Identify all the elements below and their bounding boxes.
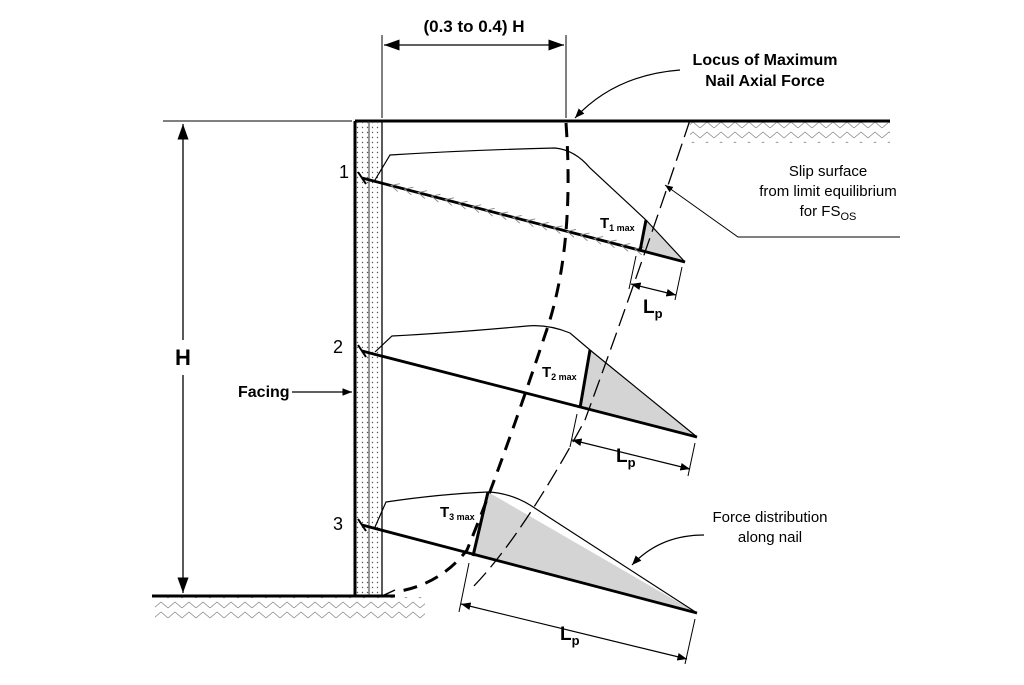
nail-3-head [357, 518, 367, 532]
locus-callout: Locus of Maximum Nail Axial Force [574, 52, 838, 119]
facing [353, 121, 396, 597]
t3-max-marker [471, 491, 490, 557]
force-dist-label-line2: along nail [738, 529, 802, 546]
top-dimension: (0.3 to 0.4) H [381, 17, 567, 118]
force-shading [473, 220, 697, 613]
lp1-label: Lp [643, 297, 663, 321]
shear-chevron [512, 214, 522, 224]
nail-1-force-curve [374, 147, 686, 263]
nail-2-shaded-zone [580, 350, 697, 437]
shear-chevron [457, 200, 468, 210]
nail-1 [361, 176, 686, 264]
nail-3 [361, 523, 698, 615]
slip-label-line3: for FSOS [800, 203, 857, 223]
height-label: H [175, 345, 191, 370]
nail-3-force-curve [374, 491, 698, 614]
shear-chevron [444, 197, 455, 206]
lp1-dim-arrow [630, 282, 677, 297]
shear-chevron [606, 239, 617, 249]
force-dist-leader-arrow [631, 534, 705, 566]
nail-3-number: 3 [333, 514, 343, 534]
slip-label-line2: from limit equilibrium [759, 183, 897, 200]
slip-leader-arrow [664, 184, 900, 238]
nails [357, 171, 698, 615]
lp-dimensions: Lp Lp Lp [458, 255, 696, 665]
nail-1-shaded-zone [640, 220, 685, 262]
t-max-labels: T1 max T2 max T3 max [440, 215, 635, 522]
shear-chevron [390, 183, 400, 192]
facing-callout: Facing [238, 384, 352, 401]
lp3-label: Lp [560, 624, 580, 648]
lp3-ext-right [684, 618, 696, 665]
shear-chevron [552, 225, 563, 235]
locus-leader-arrow [574, 69, 681, 119]
slip-surface-line [469, 119, 691, 591]
facing-label: Facing [238, 384, 290, 401]
nail-numbers: 1 2 3 [333, 162, 349, 534]
locus-max-axial-force-line [394, 122, 570, 594]
t3-max-label: T3 max [440, 504, 475, 522]
shear-chevron [593, 236, 604, 245]
slip-callout: Slip surface from limit equilibrium for … [664, 163, 900, 238]
nail-2-head [357, 344, 367, 358]
lp2-ext-right [687, 442, 696, 477]
lp1-ext-left [628, 255, 637, 290]
t2-max-label: T2 max [542, 364, 577, 382]
shear-chevron [539, 222, 549, 231]
top-ground-hatch [690, 121, 890, 143]
lp3-dim-arrow [460, 602, 688, 661]
force-dist-label-line1: Force distribution [712, 509, 827, 526]
locus-label-line2: Nail Axial Force [705, 73, 825, 90]
shear-chevron [579, 232, 590, 242]
locus-label-line1: Locus of Maximum [693, 52, 838, 69]
shear-chevron [525, 218, 536, 228]
lp2-ext-left [569, 413, 578, 448]
lp2-label: Lp [616, 446, 636, 470]
t-max-markers [471, 219, 648, 557]
lp2-dim-arrow [571, 438, 691, 471]
shear-chevron [484, 207, 495, 217]
slip-label-line1: Slip surface [789, 163, 867, 180]
nail-2-force-curve [374, 325, 698, 438]
bottom-ground-hatch [155, 597, 425, 619]
shear-chevron [417, 190, 427, 199]
nail-2 [361, 349, 698, 439]
shear-chevron [498, 211, 509, 220]
t1-max-label: T1 max [600, 215, 635, 233]
facing-toe [355, 589, 396, 597]
t1-max-marker [638, 219, 648, 252]
nail-1-head [357, 171, 367, 185]
nail-1-number: 1 [339, 162, 349, 182]
nail-2-number: 2 [333, 337, 343, 357]
shear-chevron [430, 193, 441, 203]
shear-chevron [620, 243, 631, 252]
shear-chevron [471, 204, 482, 213]
shear-chevron [403, 186, 414, 196]
t2-max-marker [578, 349, 592, 409]
lp3-ext-left [458, 562, 470, 613]
lp1-ext-right [674, 266, 683, 301]
nail-3-shaded-zone [473, 492, 697, 613]
force-dist-callout: Force distribution along nail [631, 509, 828, 566]
height-dimension: H [163, 120, 352, 593]
top-dimension-label: (0.3 to 0.4) H [423, 17, 524, 36]
shear-chevron [566, 229, 577, 238]
force-curves [374, 147, 698, 614]
